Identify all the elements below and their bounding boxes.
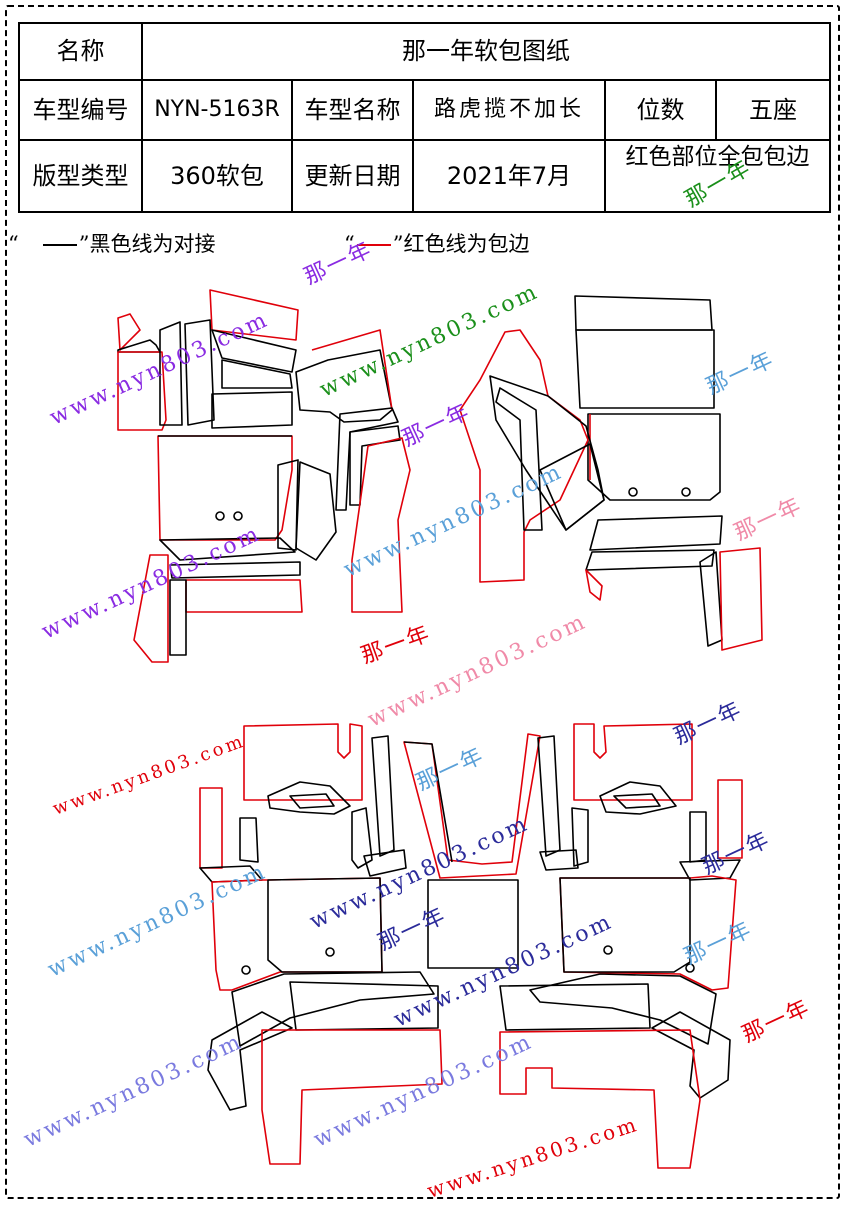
update-label: 更新日期 <box>291 139 414 213</box>
pattern-type-value: 360软包 <box>141 139 293 213</box>
name-value: 那一年软包图纸 <box>141 22 831 81</box>
wrap-note: 红色部位全包包边 <box>604 139 831 213</box>
model-code-value: NYN-5163R <box>141 79 293 141</box>
seats-label: 位数 <box>604 79 717 141</box>
model-name-label: 车型名称 <box>291 79 414 141</box>
legend-red: “”红色线为包边 <box>344 232 530 256</box>
pattern-group-bottom-left <box>199 723 541 1165</box>
seats-value: 五座 <box>715 79 831 141</box>
page-border <box>5 5 840 1199</box>
update-value: 2021年7月 <box>412 139 606 213</box>
model-code-label: 车型编号 <box>18 79 143 141</box>
pattern-type-label: 版型类型 <box>18 139 143 213</box>
spec-table: 名称 那一年软包图纸 车型编号 NYN-5163R 车型名称 路虎揽不加长 位数… <box>18 22 831 213</box>
pattern-group-top-right <box>459 295 763 651</box>
red-line-sample <box>356 244 391 246</box>
legend-black-text: 黑色线为对接 <box>89 232 216 256</box>
legend-red-text: 红色线为包边 <box>403 232 530 256</box>
black-line-sample <box>42 244 77 246</box>
pattern-group-bottom-right <box>499 723 743 1169</box>
pattern-group-top-left <box>117 289 411 663</box>
legend-black: “”黑色线为对接 <box>8 232 216 256</box>
model-name-value: 路虎揽不加长 <box>412 79 606 141</box>
name-label: 名称 <box>18 22 143 81</box>
